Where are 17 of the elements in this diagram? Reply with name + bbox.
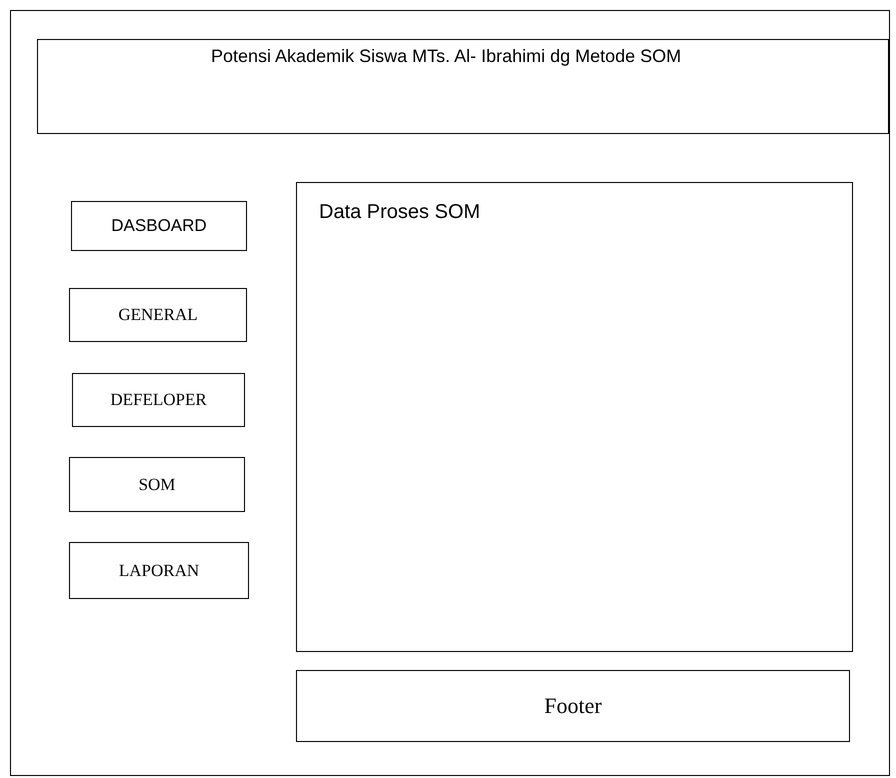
box-label: SOM xyxy=(138,474,176,494)
footer-box xyxy=(296,670,850,742)
menu-box xyxy=(71,201,247,251)
page-frame xyxy=(10,10,890,776)
menu-box xyxy=(72,373,245,427)
box-label: DEFELOPER xyxy=(110,390,207,410)
menu-box xyxy=(69,288,247,342)
box-label: LAPORAN xyxy=(118,560,200,580)
page-title: Potensi Akademik Siswa MTs. Al- Ibrahimi dg Metode SOM xyxy=(211,46,682,67)
header-box xyxy=(37,39,889,134)
menu-box xyxy=(69,457,245,512)
box-label: GENERAL xyxy=(118,305,198,325)
content-panel xyxy=(296,182,853,652)
box-label: Footer xyxy=(544,693,602,719)
box-label: DASBOARD xyxy=(111,216,207,236)
box-label: Data Proses SOM xyxy=(319,201,480,224)
menu-box xyxy=(69,542,249,599)
